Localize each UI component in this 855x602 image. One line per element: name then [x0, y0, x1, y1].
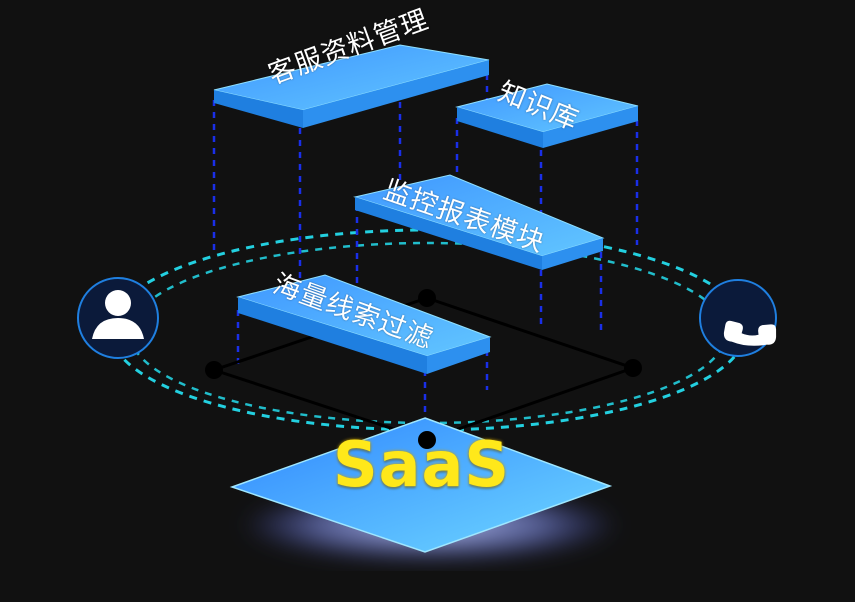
- panel-knowledge-base: [455, 83, 639, 148]
- phone-icon: [699, 279, 777, 357]
- node-left: [205, 361, 223, 379]
- saas-label: SaaS: [333, 428, 510, 501]
- network-nodes: [205, 289, 642, 449]
- node-right: [624, 359, 642, 377]
- node-top: [418, 289, 436, 307]
- panel-customer-data: [213, 44, 490, 128]
- node-bottom: [418, 431, 436, 449]
- saas-base-platform: [229, 417, 613, 553]
- pillar-lines: [212, 62, 639, 430]
- panel-monitoring-reports: [353, 174, 605, 270]
- panel-lead-filtering: [236, 274, 492, 374]
- user-icon: [77, 277, 159, 359]
